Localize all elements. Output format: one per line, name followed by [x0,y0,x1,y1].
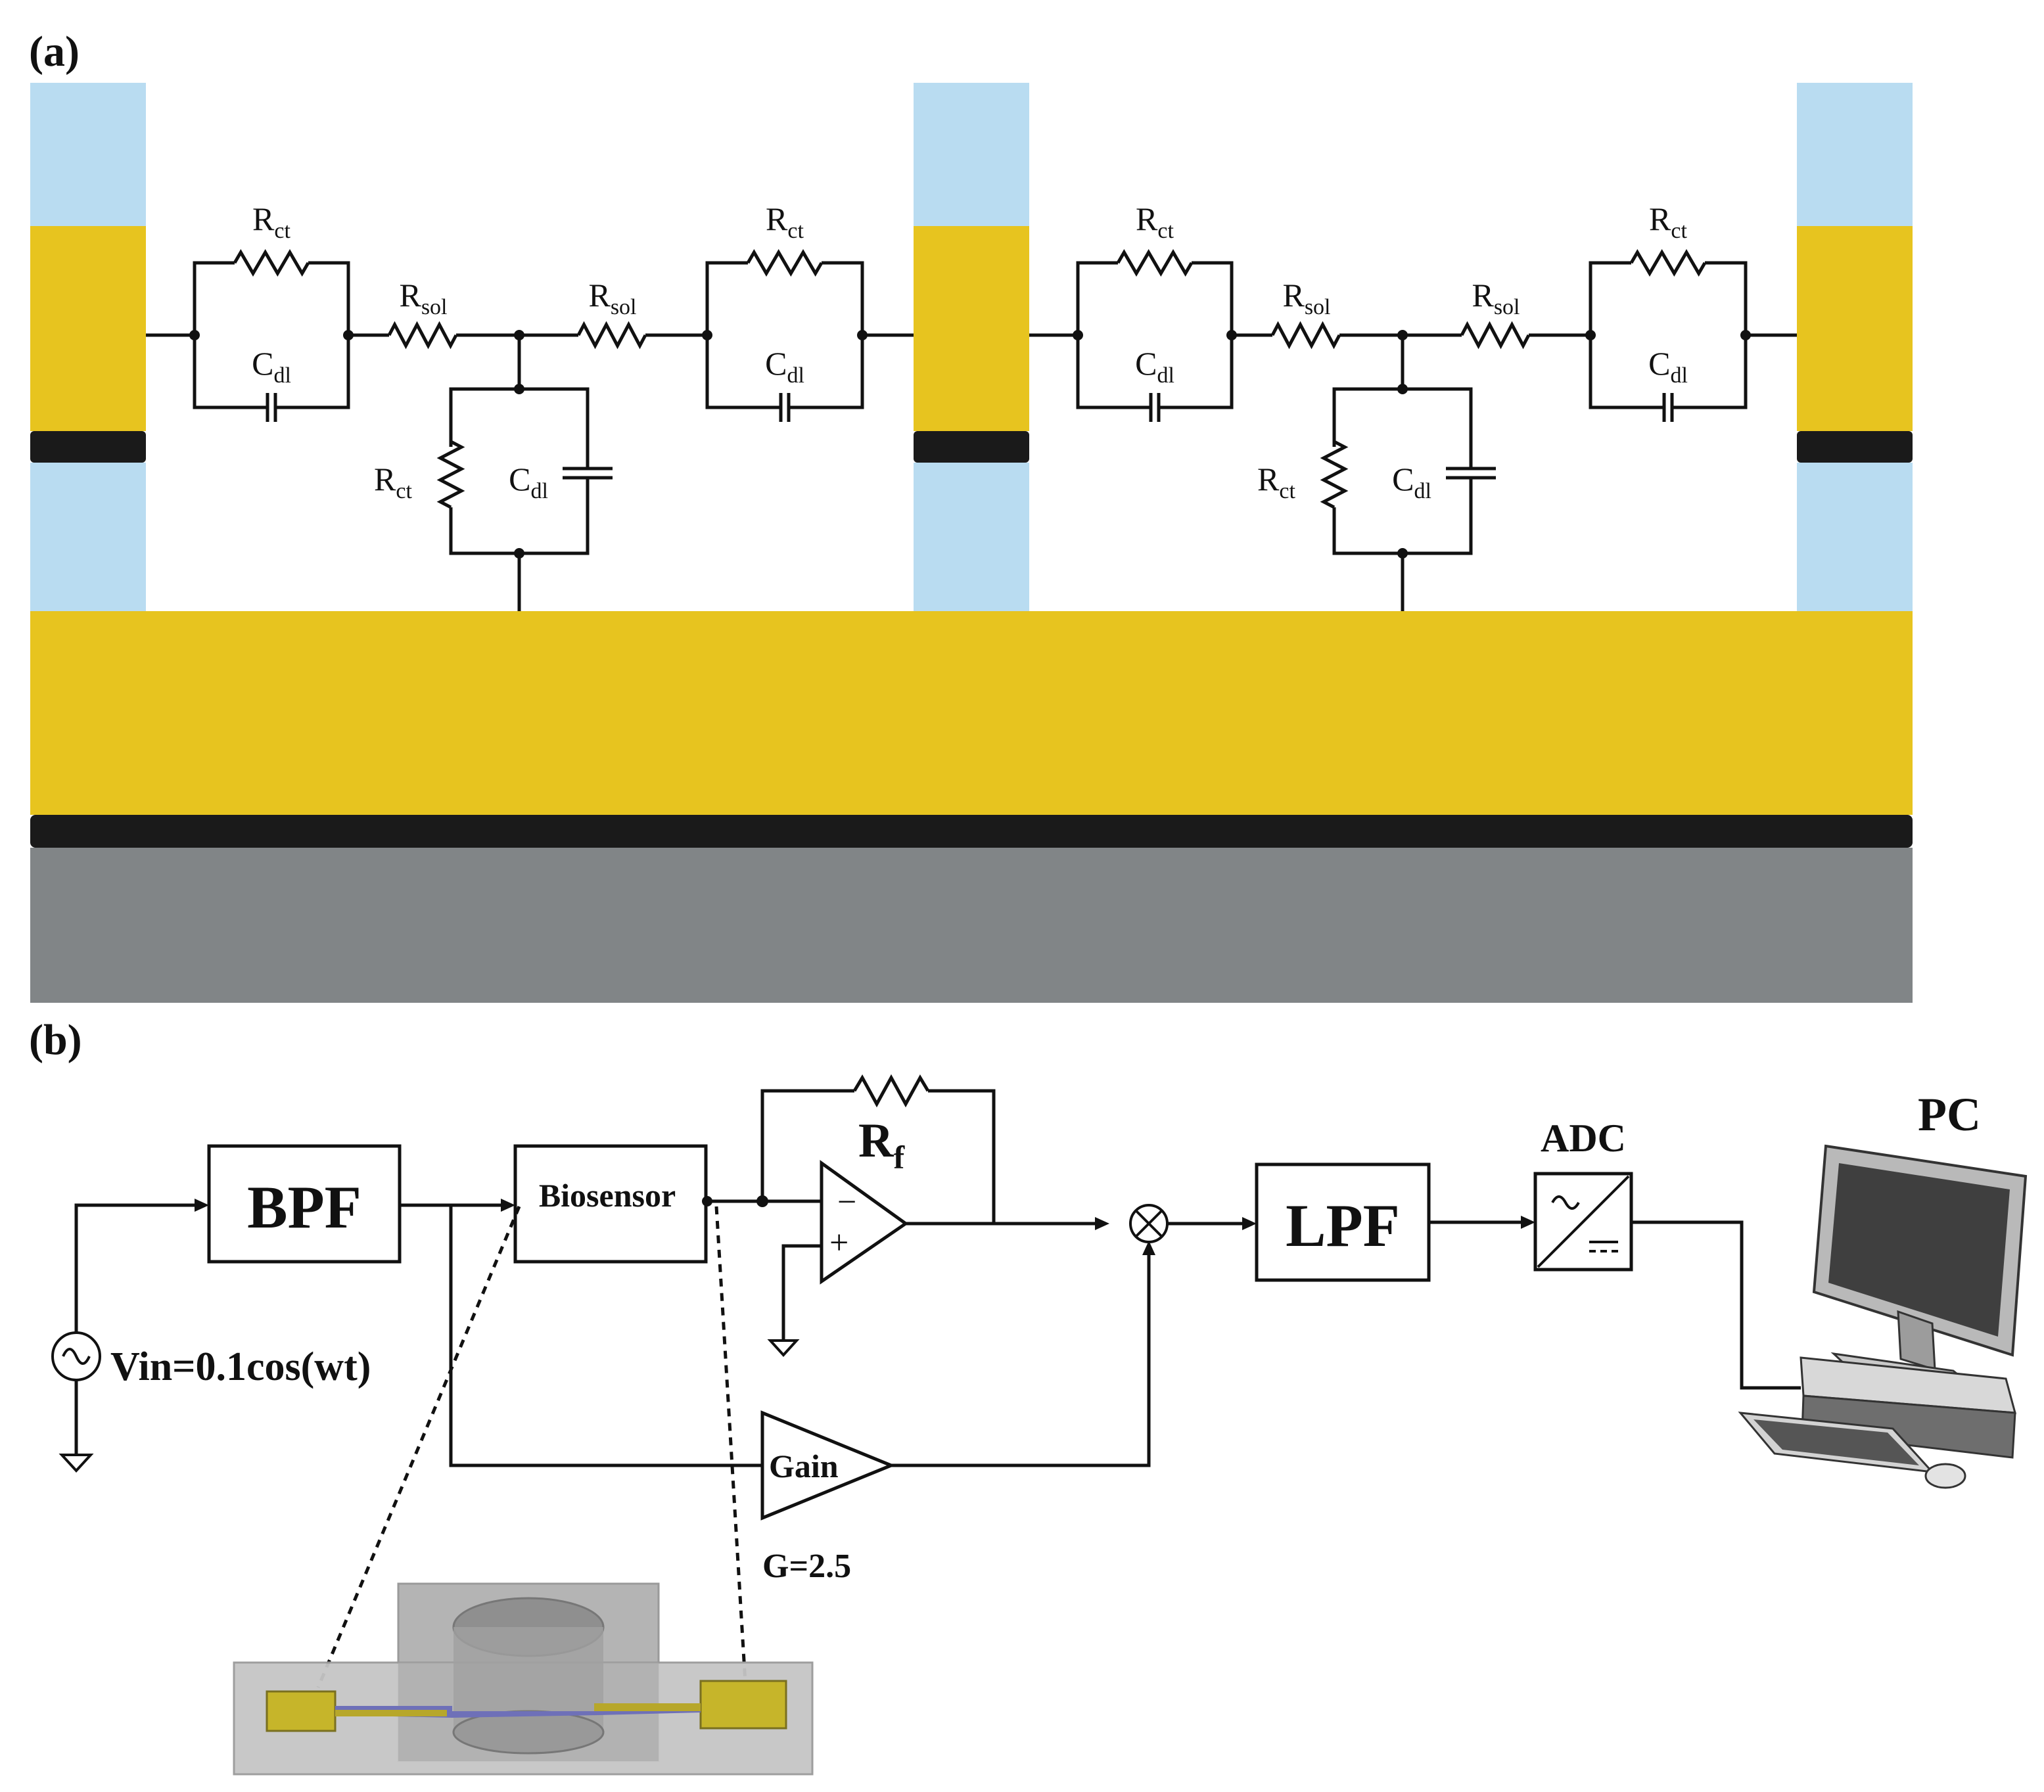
rc-right-2-cdl-label-base: C [1648,345,1670,382]
rc-right-1-cdl-label-base: C [765,345,787,382]
opamp-plus-label: + [829,1224,848,1262]
feedback-resistor-label: Rf [858,1114,905,1176]
callout-line-right [714,1206,747,1683]
opamp-icon [820,1160,909,1285]
cdl-vertical-label-2: Cdl [1392,461,1431,503]
rc-left-1-cdl-label-base: C [252,345,273,382]
rc-right-1-rct-label-sub: ct [787,219,804,243]
rc-left-2-cdl-label-sub: dl [1157,363,1174,388]
rsol-left-label-2-sub: sol [1305,295,1331,319]
rsol-right-label-2-base: R [1472,277,1494,313]
rct-vertical-label-1: Rct [374,461,412,503]
rc-left-1-rct-label: Rct [252,200,290,243]
rc-vertical-2: Rct Cdl [1257,335,1496,611]
ac-source-icon [51,1331,101,1381]
electrode-pillar-left [30,83,146,611]
readout-circuit: Vin=0.1cos(wt) BPF Biosensor Rf − + [51,1074,1981,1688]
rsol-right-label-2: Rsol [1472,277,1520,319]
biosensor-label: Biosensor [539,1177,676,1214]
gain-value-label: G=2.5 [762,1548,851,1585]
wire-adc-to-pc [1631,1220,1801,1390]
cdl-vertical-label-1-base: C [509,461,530,497]
biosensor-block [513,1144,708,1264]
rc-left-1-rct-label-sub: ct [274,219,290,243]
ground-icon-source [58,1454,94,1473]
rct-vertical-label-1-base: R [374,461,396,497]
substrate-layer [30,848,1913,1003]
rsol-left-label-1: Rsol [399,277,447,319]
rct-vertical-label-2: Rct [1257,461,1295,503]
rsol-right-label-1-sub: sol [611,295,637,319]
cdl-vertical-label-1-sub: dl [530,479,547,503]
rsol-left-label-2: Rsol [1282,277,1330,319]
desktop-computer-icon [1738,1144,2028,1489]
rc-left-1-cdl-label-sub: dl [273,363,290,388]
panel-a-label: (a) [29,28,80,76]
rc-right-1-cdl-label: Cdl [765,345,804,388]
rsol-right-label-2-sub: sol [1494,295,1520,319]
rsol-left-label-1-sub: sol [421,295,448,319]
rc-left-2-cdl-label: Cdl [1135,345,1174,388]
rc-right-2-rct-label-sub: ct [1671,219,1687,243]
feedback-resistor-label-sub: f [893,1139,905,1176]
rc-left-1-rct-label-base: R [252,200,275,237]
rc-right-2-rct-label: Rct [1649,200,1687,243]
electrode-pillar-right [1797,83,1913,611]
bpf-block [207,1144,402,1264]
rsol-left-label-2-base: R [1282,277,1305,313]
rc-right-2-cdl-label-sub: dl [1670,363,1687,388]
rc-right-2-cdl-label: Cdl [1648,345,1688,388]
lpf-label: LPF [1286,1192,1400,1259]
rc-right-2-rct-label-base: R [1649,200,1671,237]
rc-vertical-1: Rct Cdl [374,335,613,611]
bottom-electrode-layer [30,611,1913,815]
electrode-pillar-middle [914,83,1029,611]
rc-left-2-cdl-label-base: C [1135,345,1157,382]
rct-vertical-label-2-base: R [1257,461,1280,497]
adc-label: ADC [1541,1116,1626,1160]
cdl-vertical-label-2-base: C [1392,461,1414,497]
rc-left-2-rct-label: Rct [1136,200,1174,243]
rc-right-1-cdl-label-sub: dl [787,363,804,388]
bpf-label: BPF [247,1174,361,1241]
cdl-vertical-label-1: Cdl [509,461,548,503]
pc-label: PC [1918,1088,1981,1141]
ground-icon-opamp [767,1339,800,1357]
rsol-right-label-1-base: R [588,277,611,313]
biosensor-3d-model-icon [233,1582,814,1776]
callout-line-left [316,1206,521,1688]
cdl-vertical-label-2-sub: dl [1414,479,1431,503]
rc-right-1-rct-label: Rct [766,200,804,243]
rc-left-2-rct-label-base: R [1136,200,1158,237]
adc-converter-icon [1533,1172,1633,1272]
multiplier-icon [1129,1204,1169,1243]
rc-left-1-cdl-label: Cdl [252,345,291,388]
gain-amplifier-icon [760,1410,896,1521]
rct-vertical-label-2-sub: ct [1279,479,1295,503]
rc-right-1-rct-label-base: R [766,200,788,237]
gain-label: Gain [769,1448,839,1484]
rsol-right-label-1: Rsol [588,277,636,319]
rc-left-2-rct-label-sub: ct [1157,219,1174,243]
feedback-resistor-label-base: R [858,1114,894,1168]
electrode-stack [30,83,1913,1003]
adhesion-layer [30,815,1913,848]
source-label: Vin=0.1cos(wt) [110,1344,371,1389]
opamp-minus-label: − [837,1183,856,1221]
rct-vertical-label-1-sub: ct [396,479,412,503]
panel-b-label: (b) [29,1016,82,1064]
rsol-left-label-1-base: R [399,277,421,313]
wire-source-to-bpf [74,1203,205,1333]
feedback-resistor-icon [852,1074,930,1108]
